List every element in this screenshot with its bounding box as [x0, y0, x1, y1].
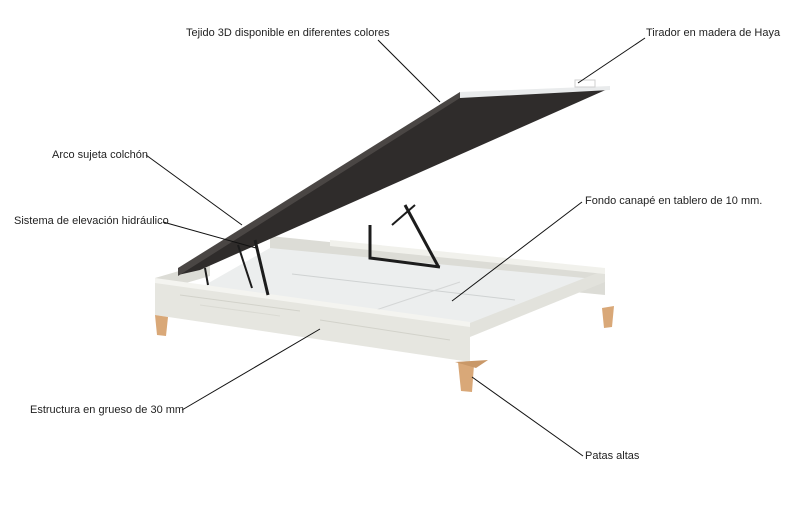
callout-base-board: Fondo canapé en tablero de 10 mm. [585, 195, 763, 207]
lid-handle [574, 79, 596, 88]
frame-front-side [155, 280, 470, 362]
callout-arc: Arco sujeta colchón [52, 149, 148, 161]
leader-arc [145, 154, 243, 226]
leg-front-left [155, 315, 168, 336]
piston-left-a [253, 239, 270, 296]
leader-frame [181, 328, 321, 411]
lid-underside [178, 88, 610, 275]
callout-fabric: Tejido 3D disponible en diferentes color… [186, 27, 390, 39]
leg-front-right-bracket [455, 360, 488, 368]
wood-grain-1 [179, 294, 301, 312]
leader-base [451, 201, 583, 302]
leg-back-right [602, 306, 614, 328]
wood-grain-2 [319, 319, 451, 341]
base-board-seam-center [369, 281, 461, 313]
piston-left-b [237, 244, 253, 289]
frame-front-top-edge [155, 278, 470, 327]
callout-frame: Estructura en grueso de 30 mm [30, 404, 185, 416]
leader-legs [471, 376, 584, 457]
frame-back-top [330, 240, 605, 274]
leg-front-right [458, 362, 474, 392]
piston-left-c [204, 267, 209, 286]
piston-right-arm [403, 204, 440, 267]
piston-right-arm-2 [391, 204, 416, 226]
leader-lift [162, 221, 257, 249]
callout-lift-system: Sistema de elevación hidráulico [14, 215, 169, 227]
callout-handle: Tirador en madera de Haya [646, 27, 781, 39]
base-board-seam [291, 273, 516, 301]
leader-handle [577, 37, 646, 84]
callout-legs: Patas altas [585, 450, 640, 462]
frame-right-side [470, 270, 605, 337]
lid-left-edge [178, 92, 460, 276]
lid-edge [460, 86, 610, 98]
piston-right [368, 225, 441, 269]
leader-fabric [377, 39, 441, 103]
wood-grain-3 [199, 304, 281, 317]
